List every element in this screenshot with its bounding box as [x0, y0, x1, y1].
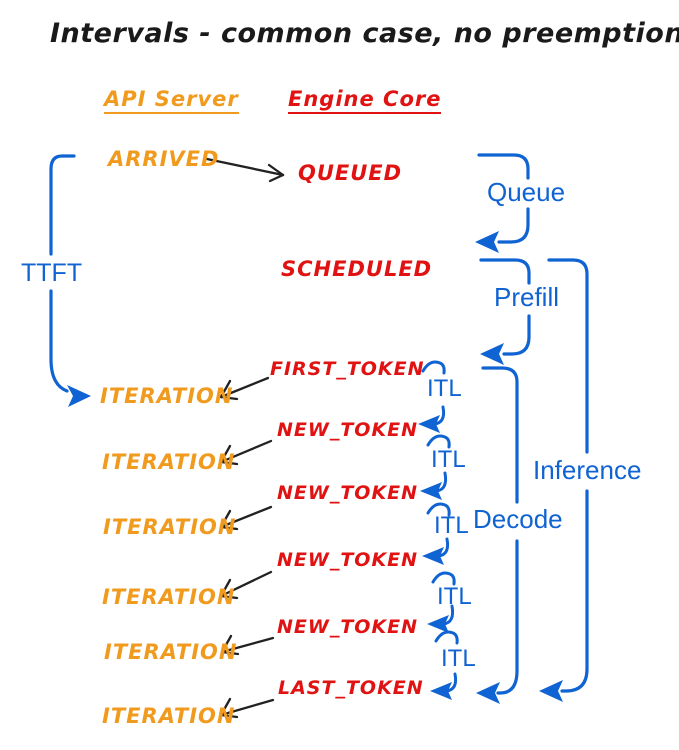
- event-iteration-1: ITERATION: [100, 384, 234, 408]
- arrow-first-token-to-iteration: [219, 376, 270, 401]
- event-iteration-5: ITERATION: [104, 640, 238, 664]
- event-last-token: LAST_TOKEN: [278, 677, 424, 699]
- itl-hook-1: [421, 360, 446, 375]
- interval-prefill-label: Prefill: [494, 282, 560, 312]
- itl-arrowhead-3-icon: [422, 547, 444, 565]
- decode-arrowhead-icon: [476, 682, 500, 704]
- event-new-token-4: NEW_TOKEN: [277, 616, 419, 638]
- queue-bracket: [475, 153, 530, 253]
- interval-itl-label-5: ITL: [441, 645, 476, 672]
- arrow-arrived-to-queued: [205, 157, 285, 183]
- event-arrived: ARRIVED: [108, 147, 220, 171]
- ttft-arrowhead-icon: [67, 385, 91, 407]
- prefill-arrowhead-icon: [480, 343, 504, 365]
- event-new-token-3: NEW_TOKEN: [277, 549, 419, 571]
- itl-marks: [418, 360, 459, 700]
- itl-hook-4: [431, 571, 456, 586]
- inference-bracket: [539, 258, 589, 702]
- event-new-token-2: NEW_TOKEN: [277, 482, 419, 504]
- itl-hook-2: [426, 434, 451, 449]
- event-iteration-2: ITERATION: [102, 450, 236, 474]
- itl-hook-3: [426, 502, 451, 517]
- event-iteration-6: ITERATION: [102, 704, 236, 728]
- event-iteration-4: ITERATION: [102, 585, 236, 609]
- arrow-new-token-3-to-iteration: [219, 570, 273, 600]
- prefill-bracket: [479, 258, 531, 365]
- event-first-token: FIRST_TOKEN: [270, 358, 425, 380]
- interval-inference-label: Inference: [533, 455, 642, 485]
- interval-itl-label-1: ITL: [427, 375, 462, 402]
- event-scheduled: SCHEDULED: [281, 257, 433, 281]
- inference-arrowhead-icon: [539, 680, 563, 702]
- interval-itl-label-4: ITL: [437, 583, 472, 610]
- interval-itl-label-2: ITL: [431, 446, 466, 473]
- itl-arrowhead-1-icon: [418, 415, 440, 433]
- arrow-new-token-2-to-iteration: [219, 505, 273, 531]
- decode-bracket: [476, 366, 519, 704]
- event-queued: QUEUED: [298, 161, 403, 185]
- interval-queue-label: Queue: [487, 177, 566, 207]
- api-server-column-header: API Server: [104, 89, 239, 114]
- arrow-new-token-1-to-iteration: [219, 439, 273, 466]
- itl-hook-5: [434, 630, 459, 645]
- interval-itl-label-3: ITL: [434, 512, 469, 539]
- event-new-token-1: NEW_TOKEN: [277, 419, 419, 441]
- event-arrows: [205, 157, 285, 719]
- interval-ttft-label: TTFT: [21, 259, 83, 287]
- ttft-bracket: [49, 154, 91, 407]
- itl-arrowhead-5-icon: [430, 682, 452, 700]
- interval-decode-label: Decode: [473, 504, 563, 534]
- itl-arrowhead-2-icon: [420, 482, 442, 500]
- itl-arrowhead-4-icon: [427, 615, 449, 633]
- event-iteration-3: ITERATION: [103, 515, 237, 539]
- engine-core-column-header: Engine Core: [288, 89, 442, 114]
- arrow-new-token-4-to-iteration: [220, 634, 275, 656]
- diagram-title: Intervals - common case, no preemptions: [50, 18, 679, 49]
- queue-arrowhead-icon: [475, 231, 499, 253]
- arrow-last-token-to-iteration: [219, 697, 275, 719]
